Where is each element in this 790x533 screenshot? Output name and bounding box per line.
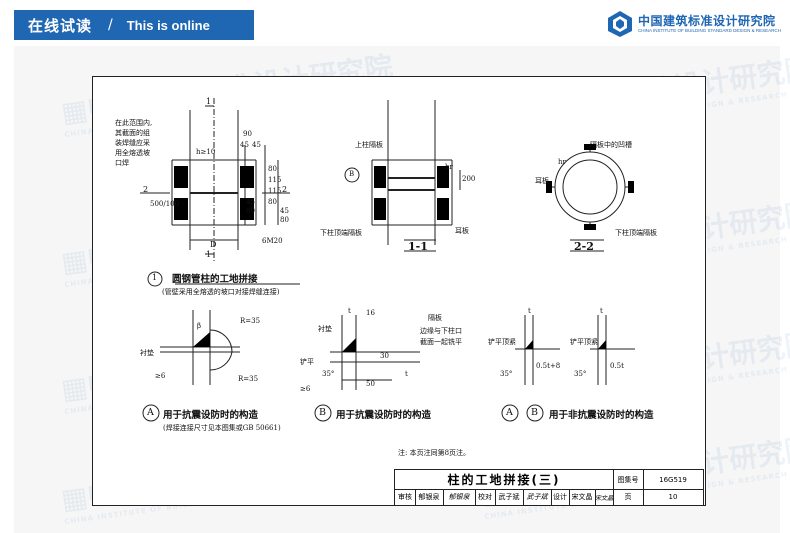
dimension-label: t	[405, 370, 408, 378]
weld-note: 在此范围内,其截面的组装焊缝应采用全熔透坡口焊	[115, 119, 153, 167]
section-mark: 1	[206, 250, 212, 259]
dimension-label: 80	[268, 198, 277, 206]
dimension-label: 30	[380, 352, 389, 360]
designer-name: 宋文晶	[569, 489, 596, 506]
dimension-label: 45	[246, 198, 255, 206]
part-label: 耳板	[535, 177, 549, 185]
section-title: 2-2	[574, 240, 594, 253]
diameter-label: D	[210, 240, 217, 249]
dimension-label: 90	[243, 130, 252, 138]
radius-label: R=35	[238, 375, 259, 383]
angle-label: 35°	[500, 370, 513, 378]
tab-separator: /	[108, 17, 113, 33]
dimension-label: 50	[366, 380, 375, 388]
tab-label-zh: 在线试读	[28, 16, 93, 35]
detail-title: 用于抗震设防时的构造	[163, 410, 259, 421]
part-label: 下柱顶端隔板	[615, 229, 657, 237]
dimension-label: 115	[268, 187, 282, 195]
part-label: 下柱顶端隔板	[320, 229, 362, 237]
institute-emblem-icon	[608, 11, 632, 37]
dimension-label: h≥10	[196, 148, 216, 156]
part-label: 铲平	[300, 358, 314, 366]
dimension-label: 80	[246, 207, 255, 215]
dimension-label: 115	[268, 176, 282, 184]
page-number: 10	[643, 489, 704, 506]
part-label: 铲平顶紧	[488, 338, 516, 346]
institute-logo: 中国建筑标准设计研究院 CHINA INSTITUTE OF BUILDING …	[606, 10, 786, 40]
tab-label-en: This is online	[126, 17, 210, 33]
angle-label: 35°	[322, 370, 335, 378]
dimension-label: 0.5t+8	[536, 362, 561, 370]
institute-name-zh: 中国建筑标准设计研究院	[638, 14, 776, 28]
part-label: 边缘与下柱口	[420, 327, 462, 335]
section-mark: 2	[143, 185, 149, 194]
dimension-label: 200	[462, 175, 476, 183]
weld-size-label: hr	[445, 163, 453, 171]
weld-size-label: ≥6	[300, 385, 311, 393]
angle-label: 35°	[574, 370, 587, 378]
section-title: 1-1	[408, 240, 428, 253]
detail-subtitle: (焊接连接尺寸见本图集或GB 50661)	[163, 424, 281, 432]
title-block: 柱的工地拼接(三) 图集号 16G519 审核 郁银泉 郁银泉 校对 武子斌 武…	[394, 469, 704, 506]
reviewer-name: 郁银泉	[415, 489, 444, 506]
part-label: 铲平顶紧	[570, 338, 598, 346]
dimension-label: 500/100	[150, 200, 180, 208]
angle-label: β	[197, 322, 202, 330]
dimension-label: 45	[252, 141, 261, 149]
designer-signature: 宋文晶	[595, 489, 614, 506]
checker-name: 武子斌	[495, 489, 524, 506]
atlas-number: 16G519	[643, 470, 704, 490]
reviewer-signature: 郁银泉	[443, 489, 476, 506]
institute-name-en: CHINA INSTITUTE OF BUILDING STANDARD DES…	[638, 28, 781, 33]
dimension-label: 0.5t	[610, 362, 624, 370]
drawing-title: 柱的工地拼接(三)	[395, 470, 614, 490]
drawing-note: 注: 本页注同第8页注。	[398, 449, 471, 457]
dimension-label: t	[600, 307, 603, 315]
detail-letter: A	[147, 407, 154, 418]
engineering-drawing	[92, 76, 706, 506]
dimension-label: t	[528, 307, 531, 315]
section-mark: 1	[206, 97, 212, 106]
detail-letter: B	[531, 407, 538, 418]
detail-ref-letter: B	[349, 170, 355, 178]
dimension-label: t	[348, 307, 351, 315]
section-mark: 2	[282, 185, 288, 194]
detail-letter: A	[506, 407, 513, 418]
detail-title: 用于非抗震设防时的构造	[549, 410, 654, 421]
detail-title: 用于抗震设防时的构造	[336, 410, 432, 421]
radius-label: R=35	[240, 317, 261, 325]
check-label: 校对	[475, 489, 496, 506]
part-label: 耳板	[455, 227, 469, 235]
dimension-label: 45	[280, 207, 289, 215]
dimension-label: 45	[240, 141, 249, 149]
checker-signature: 武子斌	[523, 489, 552, 506]
part-label: 隔板	[428, 314, 442, 322]
bolt-label: 6M20	[262, 237, 283, 245]
dimension-label: 80	[280, 216, 289, 224]
part-label: 上柱隔板	[355, 141, 383, 149]
detail-title: 圆钢管柱的工地拼接	[172, 274, 258, 285]
detail-letter: B	[319, 407, 326, 418]
dimension-label: 80	[268, 165, 277, 173]
part-label: 隔板中的凹槽	[590, 141, 632, 149]
header-bar: 在线试读 / This is online 中国建筑标准设计研究院 CHINA …	[0, 0, 790, 46]
dimension-label: 16	[366, 309, 375, 317]
weld-size-label: ≥6	[155, 372, 166, 380]
atlas-label: 图集号	[613, 470, 644, 490]
part-label: 衬垫	[140, 349, 154, 357]
design-label: 设计	[551, 489, 570, 506]
online-reading-tab[interactable]: 在线试读 / This is online	[14, 10, 254, 40]
part-label: 衬垫	[318, 325, 332, 333]
detail-subtitle: (管壁采用全熔透的坡口对接焊缝连接)	[162, 288, 280, 296]
weld-size-label: hr	[558, 158, 566, 166]
part-label: 截面一起铣平	[420, 338, 462, 346]
review-label: 审核	[395, 489, 416, 506]
page-label: 页	[613, 489, 644, 506]
detail-number: 1	[152, 273, 158, 282]
